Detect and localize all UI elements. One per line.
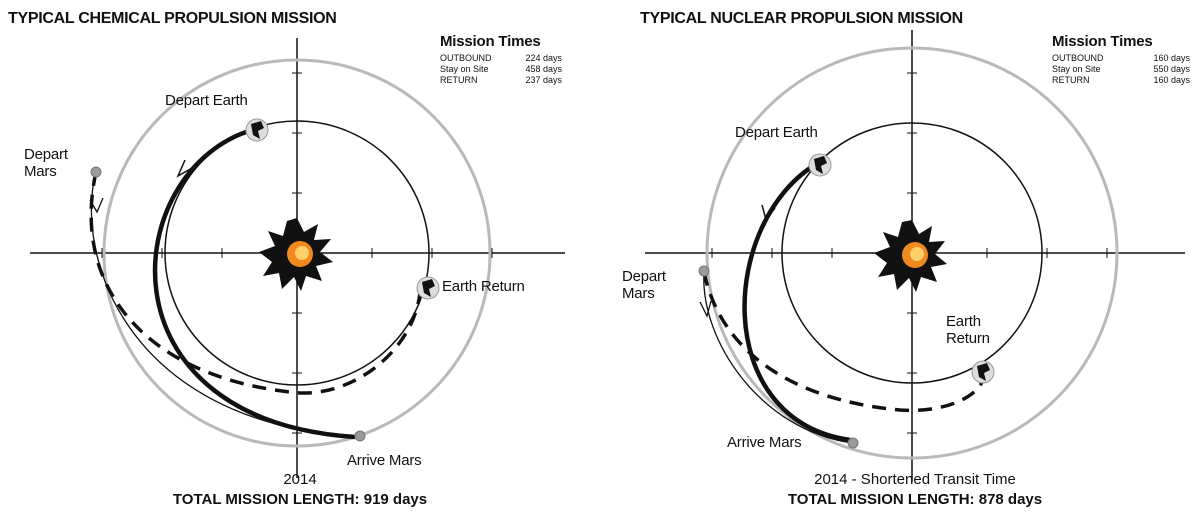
caption-total: TOTAL MISSION LENGTH: 919 days (172, 491, 428, 508)
stay-row: Stay on Site 550 days (1052, 64, 1190, 75)
mars-icon (698, 265, 710, 277)
nuclear-orbit-diagram (645, 30, 1185, 482)
nuclear-mission-title: TYPICAL NUCLEAR PROPULSION MISSION (640, 10, 963, 27)
label-depart-mars: Depart Mars (24, 146, 68, 180)
mars-orbit (705, 46, 1119, 460)
return-row: RETURN 160 days (1052, 75, 1190, 86)
caption-year: 2014 - Shortened Transit Time (814, 471, 1016, 488)
label-depart-earth: Depart Earth (165, 92, 248, 109)
label-depart-mars: Depart Mars (622, 268, 666, 302)
mars-icon (354, 430, 366, 442)
mars-icon (847, 437, 859, 449)
outbound-row: OUTBOUND 224 days (440, 53, 562, 64)
earth-icon (416, 276, 440, 300)
stay-row: Stay on Site 458 days (440, 64, 562, 75)
outbound-trajectory (152, 127, 356, 440)
return-value: 237 days (525, 75, 562, 85)
nuclear-caption: 2014 - Shortened Transit Time TOTAL MISS… (760, 470, 1070, 510)
chemical-orbit-diagram (30, 38, 565, 478)
axis-ticks (101, 72, 493, 434)
sun-icon (259, 218, 333, 291)
chemical-mission-times: Mission Times OUTBOUND 224 days Stay on … (440, 33, 562, 86)
label-depart-earth: Depart Earth (735, 124, 818, 141)
outbound-label: OUTBOUND (440, 53, 492, 63)
chemical-mission-panel: TYPICAL CHEMICAL PROPULSION MISSION (8, 10, 565, 510)
return-label: RETURN (440, 75, 478, 85)
label-arrive-mars: Arrive Mars (347, 452, 422, 469)
chemical-caption: 2014 TOTAL MISSION LENGTH: 919 days (150, 470, 450, 510)
earth-icon (245, 118, 269, 142)
return-label: RETURN (1052, 75, 1090, 85)
axis-ticks (711, 72, 1108, 434)
return-row: RETURN 237 days (440, 75, 562, 86)
stay-label: Stay on Site (1052, 64, 1101, 74)
mars-icon (90, 166, 102, 178)
caption-year: 2014 (283, 471, 317, 488)
earth-orbit (164, 120, 430, 386)
return-trajectory (89, 171, 422, 395)
nuclear-mission-panel: TYPICAL NUCLEAR PROPULSION MISSION (600, 0, 1199, 514)
earth-icon (971, 360, 995, 384)
stay-arc (90, 171, 356, 438)
return-trajectory (702, 271, 985, 413)
mission-times-title: Mission Times (1052, 33, 1153, 50)
outbound-arrow (761, 204, 776, 222)
label-earth-return: Earth Return (946, 313, 990, 347)
sun-icon (874, 220, 947, 292)
label-arrive-mars: Arrive Mars (727, 434, 802, 451)
stay-value: 550 days (1153, 64, 1190, 74)
chemical-mission-title: TYPICAL CHEMICAL PROPULSION MISSION (8, 10, 337, 27)
outbound-value: 160 days (1153, 53, 1190, 63)
stay-value: 458 days (525, 64, 562, 74)
outbound-value: 224 days (525, 53, 562, 63)
outbound-label: OUTBOUND (1052, 53, 1104, 63)
nuclear-mission-times: Mission Times OUTBOUND 160 days Stay on … (1052, 33, 1190, 86)
mission-times-title: Mission Times (440, 33, 541, 50)
mars-orbit (102, 58, 492, 448)
outbound-trajectory (742, 161, 851, 443)
stay-arc (703, 271, 853, 444)
label-earth-return: Earth Return (442, 278, 525, 295)
caption-total: TOTAL MISSION LENGTH: 878 days (787, 491, 1043, 508)
return-value: 160 days (1153, 75, 1190, 85)
earth-icon (808, 153, 832, 177)
depart-mars-arrow (699, 300, 712, 318)
outbound-row: OUTBOUND 160 days (1052, 53, 1190, 64)
earth-orbit (781, 122, 1043, 384)
outbound-arrow (176, 159, 193, 178)
stay-label: Stay on Site (440, 64, 489, 74)
